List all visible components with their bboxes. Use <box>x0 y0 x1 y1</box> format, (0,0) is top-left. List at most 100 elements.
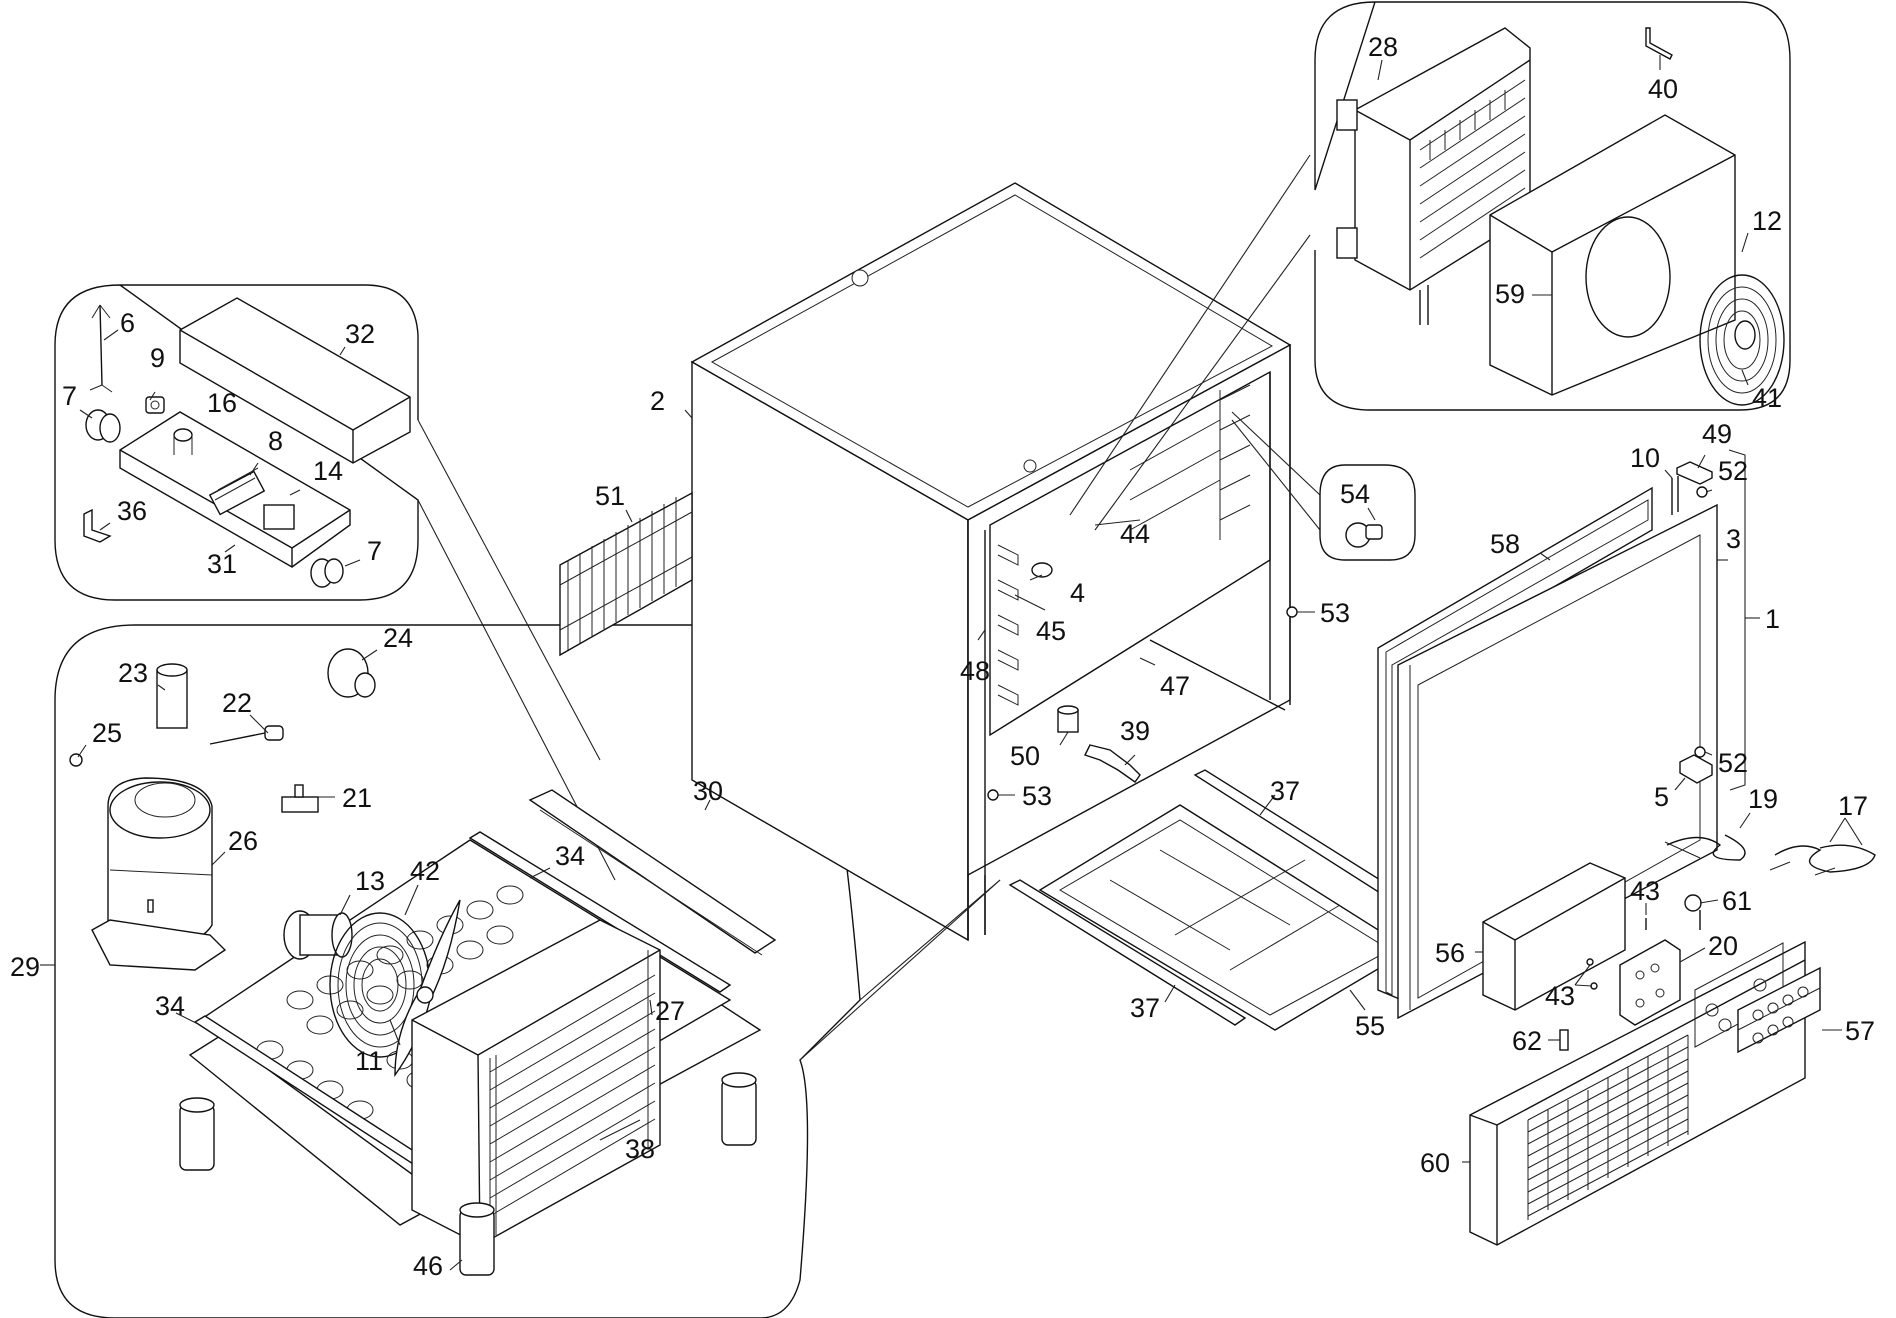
label-plate-part <box>1737 966 1821 1054</box>
front-panel-part <box>1469 940 1806 1246</box>
callout-21: 21 <box>342 783 372 813</box>
drain-cap-part <box>1031 562 1053 578</box>
callout-43: 43 <box>1630 876 1660 906</box>
nut-part <box>145 396 165 414</box>
callout-26: 26 <box>228 826 258 856</box>
callout-51: 51 <box>595 481 625 511</box>
cable-gland-part <box>310 558 344 588</box>
pressure-switch-part <box>327 648 376 698</box>
drain-hose-part <box>1084 744 1141 783</box>
callout-10: 10 <box>1630 443 1660 473</box>
control-box-part <box>1482 862 1626 1011</box>
foot-part <box>179 1097 215 1171</box>
electrical-box-part <box>119 411 351 568</box>
callout-56: 56 <box>1435 938 1465 968</box>
detail-bubble-outline <box>1314 1 1791 411</box>
tray-rail-part <box>1008 879 1247 1026</box>
callout-31: 31 <box>207 549 237 579</box>
foot-part <box>721 1072 757 1146</box>
rack-pin-detail: 54 <box>1319 464 1416 561</box>
callout-32: 32 <box>345 319 375 349</box>
callout-54: 54 <box>1340 479 1370 509</box>
heater-element-part <box>1769 844 1876 876</box>
callout-34: 34 <box>555 841 585 871</box>
callout-16: 16 <box>207 388 237 418</box>
detail-bubble-outline <box>54 284 419 601</box>
box-lid-part <box>179 297 411 464</box>
callout-52: 52 <box>1718 748 1748 778</box>
callout-27: 27 <box>655 996 685 1026</box>
callout-44: 44 <box>1120 519 1150 549</box>
callout-48: 48 <box>960 656 990 686</box>
callout-3: 3 <box>1726 524 1741 554</box>
callout-53: 53 <box>1320 598 1350 628</box>
callout-37: 37 <box>1270 776 1300 806</box>
callout-62: 62 <box>1512 1026 1542 1056</box>
callout-55: 55 <box>1355 1011 1385 1041</box>
callout-53: 53 <box>1022 781 1052 811</box>
callout-7: 7 <box>367 536 382 566</box>
callout-19: 19 <box>1748 784 1778 814</box>
callout-57: 57 <box>1845 1016 1875 1046</box>
shelf-rack-part <box>997 544 1019 706</box>
callout-50: 50 <box>1010 741 1040 771</box>
callout-20: 20 <box>1708 931 1738 961</box>
callout-61: 61 <box>1722 886 1752 916</box>
fan-housing-part <box>1489 114 1736 396</box>
callout-12: 12 <box>1752 206 1782 236</box>
hinge-bottom-part <box>1679 754 1713 784</box>
callout-6: 6 <box>120 308 135 338</box>
callout-7: 7 <box>62 381 77 411</box>
callout-13: 13 <box>355 866 385 896</box>
louvre-grille <box>1527 1034 1689 1220</box>
drain-valve-part <box>1057 705 1079 733</box>
callout-5: 5 <box>1654 782 1669 812</box>
callout-37: 37 <box>1130 993 1160 1023</box>
callout-52: 52 <box>1718 456 1748 486</box>
cabinet-body <box>690 182 1292 942</box>
callout-47: 47 <box>1160 671 1190 701</box>
callout-34: 34 <box>155 991 185 1021</box>
callout-43: 43 <box>1545 981 1575 1011</box>
terminal-block-part <box>208 467 266 516</box>
capacitor-part <box>156 663 188 729</box>
callout-40: 40 <box>1648 74 1678 104</box>
callout-24: 24 <box>383 623 413 653</box>
screw-part <box>69 753 83 767</box>
contactor-part <box>1619 939 1681 1026</box>
brace-part <box>1149 639 1286 711</box>
bracket-part <box>83 508 112 543</box>
condensing-unit-detail: 23 24 22 25 21 26 13 42 34 29 34 27 11 3… <box>10 623 861 1318</box>
fan-motor-part <box>283 910 353 960</box>
callout-22: 22 <box>222 688 252 718</box>
screw-part <box>987 789 999 801</box>
callout-36: 36 <box>117 496 147 526</box>
callout-59: 59 <box>1495 279 1525 309</box>
callout-17: 17 <box>1838 791 1868 821</box>
callout-14: 14 <box>313 456 343 486</box>
callout-46: 46 <box>413 1251 443 1281</box>
callout-49: 49 <box>1702 419 1732 449</box>
evaporator-fan-part <box>1699 274 1785 406</box>
hinge-top-part <box>1676 461 1713 485</box>
callout-58: 58 <box>1490 529 1520 559</box>
callout-28: 28 <box>1368 32 1398 62</box>
hinge-bushing-part <box>1694 746 1706 758</box>
bracket-part <box>1645 27 1673 60</box>
evaporator-detail: 28 40 12 59 41 <box>1314 1 1791 413</box>
callout-38: 38 <box>625 1134 655 1164</box>
callout-4: 4 <box>1070 578 1085 608</box>
door-panel-part <box>1397 503 1718 1020</box>
wire-part <box>89 304 113 393</box>
callout-1: 1 <box>1765 604 1780 634</box>
hinge-bushing-part <box>1696 486 1708 498</box>
cable-gland-part <box>85 409 121 443</box>
callout-2: 2 <box>650 386 665 416</box>
rear-grille-part <box>559 491 693 657</box>
electrical-box-detail: 6 9 32 7 16 8 14 36 31 7 <box>54 284 419 601</box>
thermostat-part <box>1684 894 1702 930</box>
transformer-part <box>263 504 295 530</box>
callout-41: 41 <box>1752 383 1782 413</box>
callout-45: 45 <box>1036 616 1066 646</box>
condenser-coil-part <box>411 919 661 1246</box>
